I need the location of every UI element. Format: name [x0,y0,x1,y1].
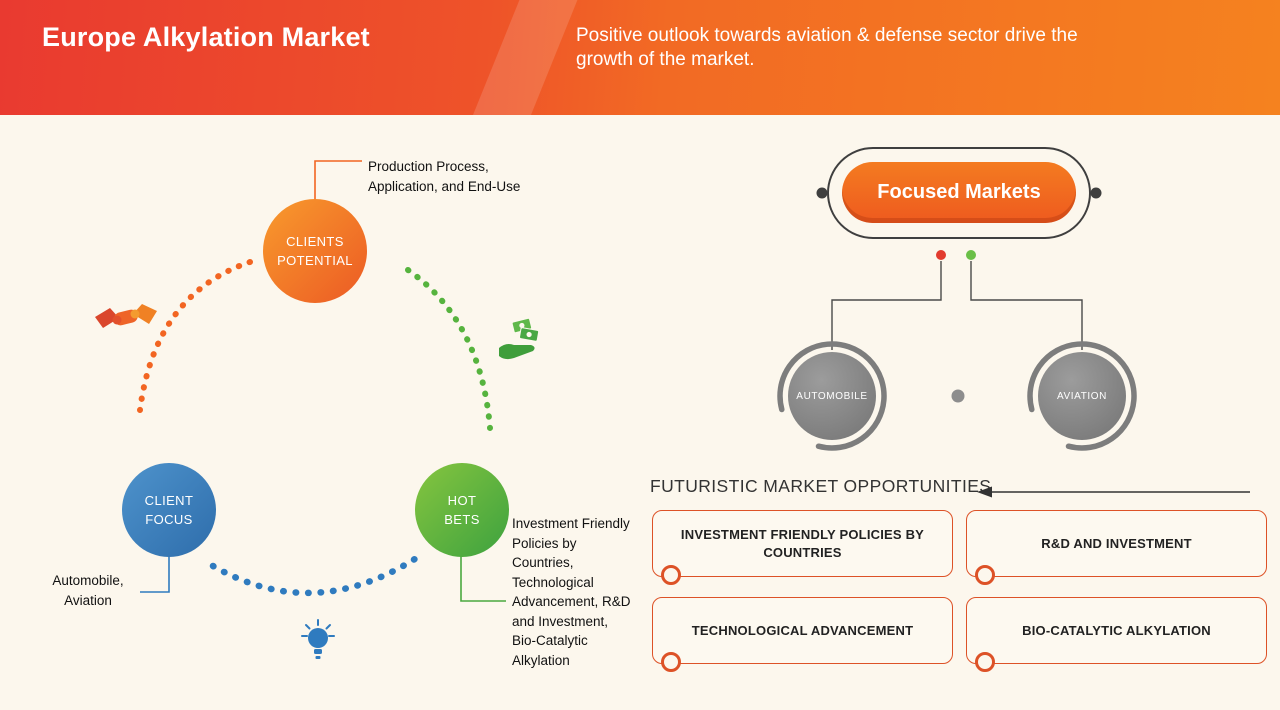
header-banner: Europe Alkylation Market Positive outloo… [0,0,1280,115]
hot-bets-circle: HOT BETS [415,463,509,557]
opportunity-box-technological-advancement: TECHNOLOGICAL ADVANCEMENT [652,597,953,672]
opportunity-box-rd-investment: R&D AND INVESTMENT [966,510,1267,585]
dotted-arc-bottom [209,553,422,597]
money-hand-icon [497,316,541,367]
ring-dot-left [816,187,828,199]
market-node-aviation: AVIATION [1038,352,1126,440]
aviation-label: AVIATION [1057,390,1107,402]
center-gray-dot [951,389,965,403]
header-diagonal-stripe [467,0,583,115]
box-corner-knob [661,652,681,672]
hot-bets-note: Investment Friendly Policies by Countrie… [512,516,631,668]
market-node-automobile: AUTOMOBILE [788,352,876,440]
dotted-arc-right [405,267,493,431]
opportunity-label: TECHNOLOGICAL ADVANCEMENT [691,622,914,638]
client-focus-note: Automobile, Aviation [52,573,124,608]
clients-potential-connector [314,160,362,200]
clients-potential-note: Production Process, Application, and End… [368,159,521,194]
automobile-label: AUTOMOBILE [796,390,868,402]
tree-connector-left [831,261,942,350]
client-focus-circle: CLIENT FOCUS [122,463,216,557]
clients-potential-label: CLIENTS POTENTIAL [277,233,353,269]
hot-bets-connector [460,556,506,602]
hot-bets-label: HOT BETS [444,492,480,528]
focused-markets-pill: Focused Markets [842,162,1076,223]
opportunity-box-bio-catalytic: BIO-CATALYTIC ALKYLATION [966,597,1267,672]
opportunity-label: INVESTMENT FRIENDLY POLICIES BY COUNTRIE… [680,526,925,560]
page-title: Europe Alkylation Market [42,22,370,52]
box-corner-knob [975,565,995,585]
lightbulb-icon [301,618,335,669]
focused-markets-title: Focused Markets [877,181,1041,203]
box-corner-knob [975,652,995,672]
opportunity-label: R&D AND INVESTMENT [1041,535,1192,551]
opportunity-box-investment-policies: INVESTMENT FRIENDLY POLICIES BY COUNTRIE… [652,510,953,585]
handshake-icon [95,297,157,344]
branch-dot-green [966,250,976,260]
page-subtitle: Positive outlook towards aviation & defe… [576,25,1078,71]
clients-potential-circle: CLIENTS POTENTIAL [263,199,367,303]
ring-dot-right [1090,187,1102,199]
opportunity-label: BIO-CATALYTIC ALKYLATION [1022,622,1211,638]
client-focus-label: CLIENT FOCUS [144,492,194,528]
opportunities-heading: FUTURISTIC MARKET OPPORTUNITIES [650,476,992,496]
client-focus-connector [140,556,170,593]
branch-dot-red [936,250,946,260]
tree-connector-right [970,261,1083,350]
box-corner-knob [661,565,681,585]
